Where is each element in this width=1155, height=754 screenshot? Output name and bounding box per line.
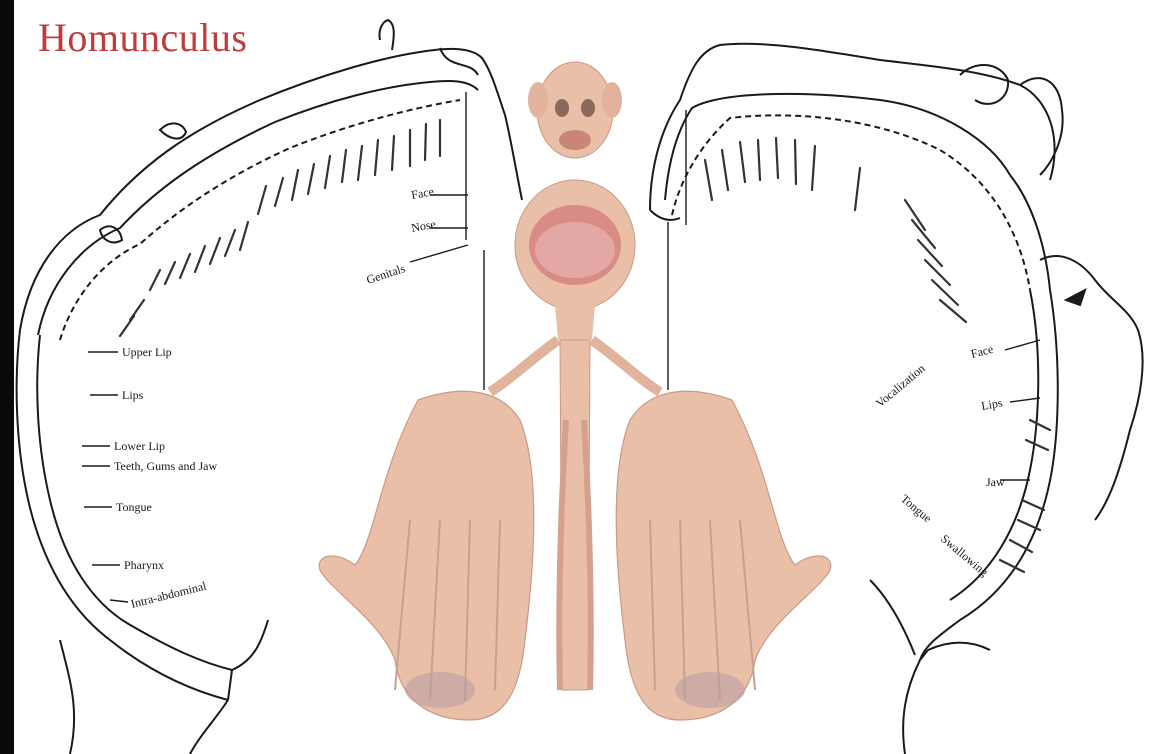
- left-label-lips: Lips: [122, 388, 144, 402]
- left-label-face: Face: [410, 184, 435, 202]
- left-label-genitals: Genitals: [365, 261, 408, 287]
- homunculus-left-hand: [319, 391, 534, 720]
- homunculus-neck: [555, 305, 595, 340]
- homunculus-left-eye: [555, 99, 569, 117]
- left-label-upper-lip: Upper Lip: [122, 345, 172, 359]
- homunculus-right-ear: [602, 82, 622, 118]
- left-hand-shadow: [405, 672, 475, 708]
- homunculus-torso: [560, 340, 590, 690]
- homunculus-right-eye: [581, 99, 595, 117]
- left-label-nose: Nose: [410, 217, 437, 235]
- left-label-intra-abdominal: Intra-abdominal: [129, 578, 208, 610]
- homunculus-body: [319, 62, 831, 720]
- right-label-face: Face: [969, 342, 994, 361]
- right-label-swallowing: Swallowing: [938, 532, 991, 580]
- right-label-tongue: Tongue: [898, 492, 934, 526]
- homunculus-left-ear: [528, 82, 548, 118]
- left-label-tongue: Tongue: [116, 500, 152, 514]
- homunculus-tongue: [535, 222, 615, 278]
- right-map-labels: Face Lips Jaw Tongue Swallowing Vocaliza…: [873, 342, 1005, 579]
- right-label-lips: Lips: [980, 395, 1004, 413]
- left-label-lower-lip: Lower Lip: [114, 439, 165, 453]
- right-hand-shadow: [675, 672, 745, 708]
- homunculus-right-hand: [616, 391, 831, 720]
- homunculus-nose: [559, 130, 591, 150]
- left-map-label-strokes: [120, 120, 440, 336]
- left-label-pharynx: Pharynx: [124, 558, 164, 572]
- left-label-teeth: Teeth, Gums and Jaw: [114, 459, 217, 473]
- right-label-vocalization: Vocalization: [873, 361, 928, 410]
- right-label-jaw: Jaw: [986, 475, 1005, 489]
